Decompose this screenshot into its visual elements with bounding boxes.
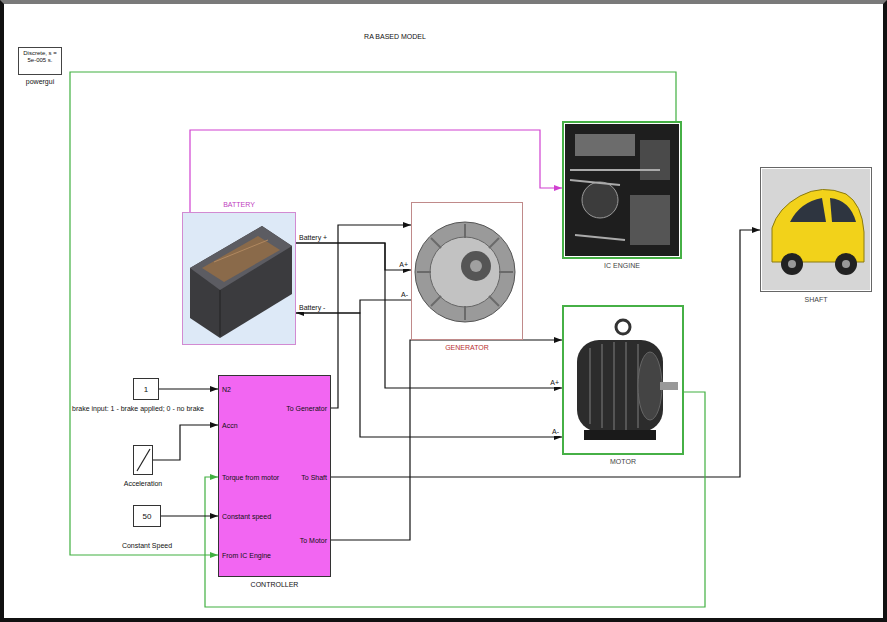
motor-fins — [590, 342, 638, 430]
car-window — [790, 198, 826, 222]
block-name: MOTOR — [609, 457, 637, 466]
block-name: GENERATOR — [444, 343, 490, 352]
battery-case — [190, 226, 292, 338]
block-name: powergui — [25, 77, 55, 86]
car-ground — [762, 169, 870, 290]
engine-head — [575, 134, 635, 156]
engine-block: IC ENGINE — [562, 121, 682, 259]
controller-subsystem: N2AccnTorque from motorConstant speedFro… — [218, 375, 331, 577]
engine-picture — [565, 124, 679, 256]
battery-top — [190, 226, 292, 290]
signal-line — [331, 230, 760, 477]
block-name: CONTROLLER — [250, 580, 300, 589]
constant-block: 1brake input: 1 - brake applied; 0 - no … — [133, 378, 159, 400]
generator-face — [430, 237, 500, 307]
motor-end — [638, 352, 662, 420]
signal-line — [153, 425, 218, 460]
port-label: A- — [552, 427, 559, 436]
ramp-line — [137, 449, 150, 471]
port-label: To Motor — [300, 536, 327, 545]
car-body — [772, 189, 864, 262]
shaft-block: SHAFT — [760, 167, 872, 292]
port-label: A- — [401, 290, 408, 299]
port-label: Torque from motor — [222, 473, 279, 482]
port-label: Battery + — [299, 233, 327, 242]
engine-part — [640, 140, 670, 180]
block-parameter: Discrete, s = 5e-005 s. — [21, 50, 59, 64]
generator-body — [415, 222, 515, 322]
generator-fins — [417, 224, 513, 320]
battery-strip — [214, 240, 268, 262]
port-label: Accn — [222, 421, 238, 430]
engine-pipes — [570, 170, 660, 240]
model-title: RA BASED MODEL — [364, 32, 426, 41]
motor-shaft — [660, 382, 678, 390]
engine-block — [565, 124, 679, 256]
motor-eyebolt — [616, 320, 630, 334]
car-hub — [788, 260, 796, 268]
battery-edge — [220, 290, 221, 336]
signal-line — [331, 225, 411, 408]
car-wheel — [835, 253, 857, 275]
shaft-picture — [762, 169, 870, 290]
car-wheel — [781, 253, 803, 275]
block-value: 50 — [134, 512, 160, 521]
motor-block: A+A-MOTOR — [562, 305, 684, 455]
block-name: Acceleration — [123, 479, 164, 488]
ramp-symbol — [137, 449, 150, 471]
signal-line — [159, 388, 218, 389]
motor-picture — [577, 320, 678, 440]
battery-cells — [202, 236, 280, 282]
car-hub — [842, 260, 850, 268]
block-name: brake input: 1 - brake applied; 0 - no b… — [71, 404, 205, 413]
signal-line — [190, 130, 562, 212]
generator-block: A+A-GENERATOR — [411, 202, 523, 340]
port-label: Constant speed — [222, 512, 271, 521]
motor-body — [577, 340, 663, 432]
block-name: IC ENGINE — [603, 261, 641, 270]
block-name: Constant Speed — [121, 541, 173, 550]
port-label: N2 — [222, 385, 231, 394]
battery-picture — [182, 212, 296, 345]
battery-ground — [182, 212, 296, 345]
signal-line — [161, 515, 218, 516]
port-label: A+ — [399, 260, 408, 269]
powergui-block: Discrete, s = 5e-005 s.powergui — [18, 47, 62, 75]
ramp-block: Acceleration — [133, 445, 153, 475]
generator-hub — [470, 260, 482, 272]
signal-line — [331, 340, 562, 540]
engine-part — [630, 195, 670, 245]
block-name: SHAFT — [804, 295, 829, 304]
constant-block: 50Constant Speed — [133, 505, 161, 527]
signal-line — [296, 243, 411, 270]
block-value: 1 — [134, 385, 158, 394]
generator-pulley — [461, 251, 491, 281]
generator-picture — [415, 222, 515, 322]
port-label: Battery - — [299, 303, 325, 312]
signal-line — [70, 72, 676, 555]
block-name: BATTERY — [222, 200, 256, 209]
port-label: From IC Engine — [222, 551, 271, 560]
battery-block: BATTERYBattery +Battery - — [182, 212, 296, 345]
car-window — [830, 198, 856, 222]
port-label: A+ — [550, 378, 559, 387]
engine-pulley — [582, 182, 618, 218]
motor-feet — [584, 430, 656, 440]
signal-line — [296, 300, 411, 313]
port-label: To Generator — [286, 404, 327, 413]
port-label: To Shaft — [301, 473, 327, 482]
